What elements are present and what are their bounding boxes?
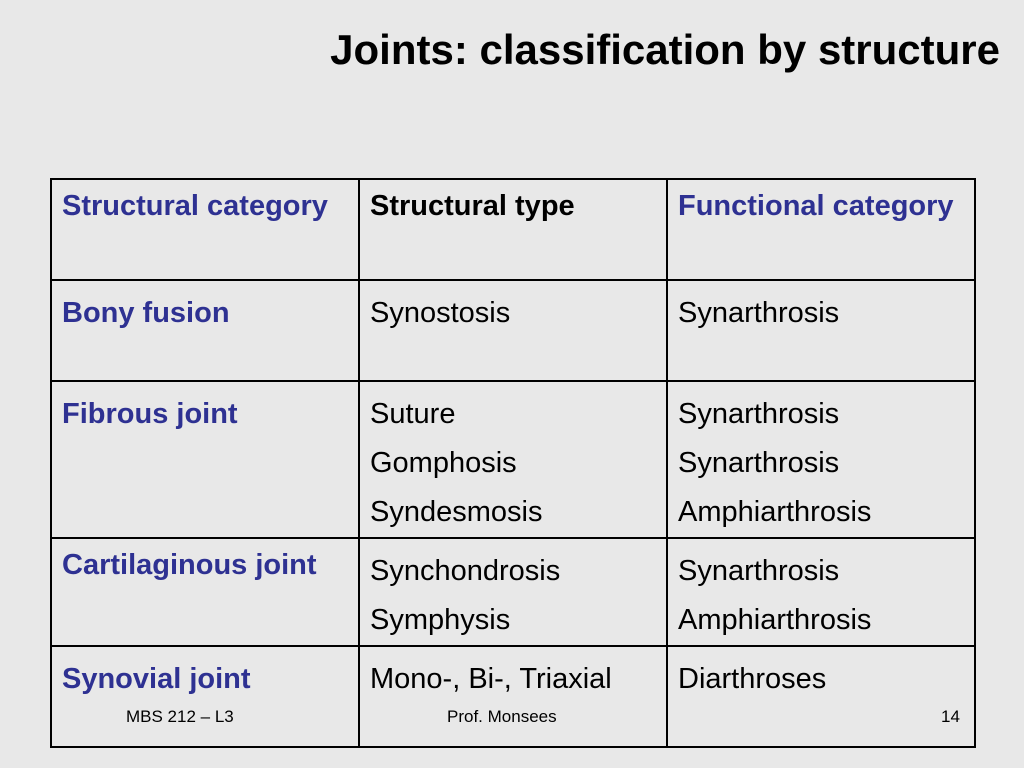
table-row: Fibrous joint Suture Gomphosis Syndesmos…: [50, 380, 976, 539]
header-structural-type: Structural type: [358, 178, 668, 281]
row-types-fibrous-joint: Suture Gomphosis Syndesmosis: [358, 380, 668, 539]
structural-type-item: Gomphosis: [370, 447, 517, 479]
row-functional-bony-fusion: Synarthrosis: [666, 279, 976, 382]
functional-category-item: Amphiarthrosis: [678, 604, 872, 636]
structural-type-item: Synchondrosis: [370, 555, 561, 587]
table-row: Bony fusion Synostosis Synarthrosis: [50, 279, 976, 382]
structural-type-item: Syndesmosis: [370, 496, 543, 528]
table-row: Synovial joint Mono-, Bi-, Triaxial Diar…: [50, 645, 976, 748]
table-row: Cartilaginous joint Synchondrosis Symphy…: [50, 537, 976, 647]
functional-category-item: Synarthrosis: [678, 447, 840, 479]
row-types-synovial-joint: Mono-, Bi-, Triaxial: [358, 645, 668, 748]
row-category-synovial-joint: Synovial joint: [50, 645, 360, 748]
footer-page-number: 14: [941, 707, 960, 726]
functional-category-item: Synarthrosis: [678, 555, 840, 587]
table-header-row: Structural category Structural type Func…: [50, 178, 976, 281]
structural-type-item: Suture: [370, 398, 456, 430]
structural-type-item: Symphysis: [370, 604, 511, 636]
functional-category-item: Amphiarthrosis: [678, 496, 872, 528]
footer-author: Prof. Monsees: [447, 707, 557, 726]
structural-type-item: Synostosis: [370, 297, 511, 329]
functional-category-item: Synarthrosis: [678, 297, 840, 329]
header-structural-category: Structural category: [50, 178, 360, 281]
row-functional-cartilaginous-joint: Synarthrosis Amphiarthrosis: [666, 537, 976, 647]
row-category-cartilaginous-joint: Cartilaginous joint: [50, 537, 360, 647]
slide-title: Joints: classification by structure: [330, 26, 1000, 73]
functional-category-item: Diarthroses: [678, 663, 827, 695]
joint-classification-table: Structural category Structural type Func…: [50, 178, 976, 748]
row-functional-fibrous-joint: Synarthrosis Synarthrosis Amphiarthrosis: [666, 380, 976, 539]
header-functional-category: Functional category: [666, 178, 976, 281]
row-functional-synovial-joint: Diarthroses: [666, 645, 976, 748]
structural-type-item: Mono-, Bi-, Triaxial: [370, 663, 612, 695]
footer-course: MBS 212 – L3: [126, 707, 234, 726]
functional-category-item: Synarthrosis: [678, 398, 840, 430]
row-category-bony-fusion: Bony fusion: [50, 279, 360, 382]
row-types-bony-fusion: Synostosis: [358, 279, 668, 382]
row-category-fibrous-joint: Fibrous joint: [50, 380, 360, 539]
row-types-cartilaginous-joint: Synchondrosis Symphysis: [358, 537, 668, 647]
